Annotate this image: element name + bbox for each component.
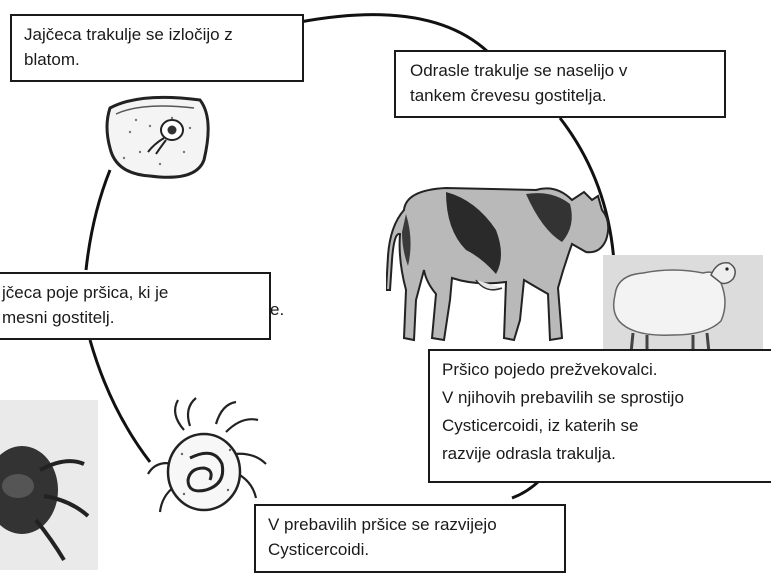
cycle-arc-top <box>300 15 488 52</box>
mite-host-textbox: jčeca poje pršica, ki je mesni gostitelj… <box>0 272 271 340</box>
tapeworm-egg-illustration <box>100 92 220 192</box>
ruminant-text-line-3: Cysticercoidi, iz katerih se <box>442 412 762 440</box>
cow-illustration <box>386 170 616 350</box>
cysticercoid-text-line-1: V prebavilih pršice se razvijejo <box>268 512 552 537</box>
cysticercoid-textbox: V prebavilih pršice se razvijejo Cystice… <box>254 504 566 573</box>
ruminant-text-line-1: Pršico pojedo prežvekovalci. <box>442 356 762 384</box>
cycle-arc-left-lower <box>90 340 150 462</box>
ruminant-text-line-2: V njihovih prebavilih se sprostijo <box>442 384 762 412</box>
hidden-text-fragment: e. <box>270 300 284 320</box>
ruminant-text-line-4: razvije odrasla trakulja. <box>442 440 762 468</box>
adult-text-line-1: Odrasle trakulje se naselijo v <box>410 58 712 83</box>
mite-text-line-2: mesni gostitelj. <box>2 305 257 330</box>
sheep-illustration <box>603 255 763 357</box>
mite-photo <box>0 400 98 570</box>
adult-tapeworm-textbox: Odrasle trakulje se naselijo v tankem čr… <box>394 50 726 118</box>
ruminant-textbox: Pršico pojedo prežvekovalci. V njihovih … <box>428 349 771 483</box>
adult-text-line-2: tankem črevesu gostitelja. <box>410 83 712 108</box>
cysticercoid-text-line-2: Cysticercoidi. <box>268 537 552 562</box>
egg-excretion-textbox: Jajčeca trakulje se izločijo z blatom. <box>10 14 304 82</box>
mite-text-line-1: jčeca poje pršica, ki je <box>2 280 257 305</box>
egg-text-line-2: blatom. <box>24 47 290 72</box>
egg-text-line-1: Jajčeca trakulje se izločijo z <box>24 22 290 47</box>
